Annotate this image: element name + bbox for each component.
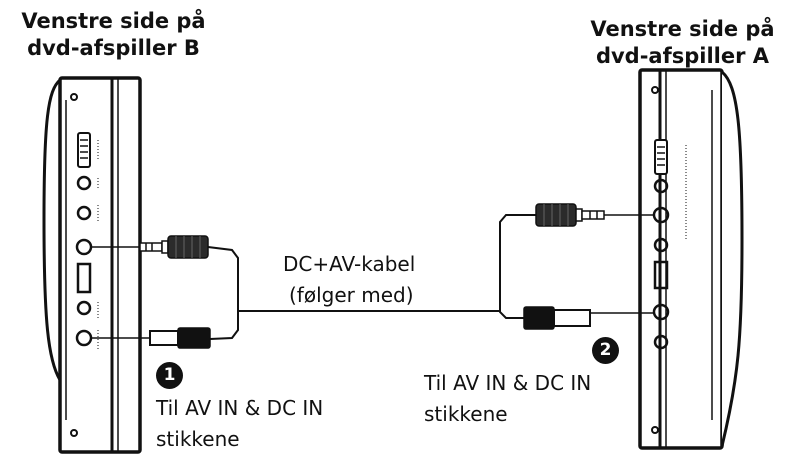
player-b-title-line1: Venstre side på — [21, 9, 206, 33]
jack-b-1 — [76, 175, 92, 191]
callout-1-text: Til AV IN & DC IN stikkene — [156, 393, 323, 455]
dvd-player-a — [638, 68, 744, 450]
dc-av-cable — [207, 214, 536, 340]
av-plug-b — [91, 235, 209, 259]
dc-in-jack-a — [652, 303, 670, 321]
slider-switch-a — [654, 139, 668, 175]
callout-2-line2: stikkene — [424, 402, 508, 426]
cable-label: DC+AV-kabel (følger med) — [283, 249, 415, 311]
callout-1-line2: stikkene — [156, 427, 240, 451]
jack-a-1 — [653, 178, 669, 194]
callout-1-badge: 1 — [156, 362, 183, 389]
jack-a-3 — [653, 334, 669, 350]
callout-1-line1: Til AV IN & DC IN — [156, 396, 324, 420]
cable-label-line1: DC+AV-kabel — [283, 252, 416, 276]
player-a-title-line1: Venstre side på — [590, 17, 775, 41]
dvd-player-b — [42, 76, 142, 454]
player-b-title-line2: dvd-afspiller B — [27, 36, 200, 60]
dc-plug-a — [523, 306, 654, 330]
usb-port-a — [653, 260, 669, 290]
callout-2-badge: 2 — [592, 337, 619, 364]
player-a-title-line2: dvd-afspiller A — [595, 44, 770, 68]
jack-a-2 — [653, 237, 669, 253]
usb-port-b — [76, 262, 92, 294]
callout-2-line1: Til AV IN & DC IN — [424, 371, 592, 395]
slider-switch-b — [77, 132, 91, 168]
dc-plug-b — [91, 327, 211, 349]
callout-2-text: Til AV IN & DC IN stikkene — [424, 368, 591, 430]
cable-label-line2: (følger med) — [289, 283, 414, 307]
player-a-title: Venstre side på dvd-afspiller A — [575, 16, 790, 70]
player-b-title: Venstre side på dvd-afspiller B — [6, 8, 221, 62]
av-plug-a — [535, 203, 654, 227]
jack-b-2 — [76, 205, 92, 221]
jack-b-3 — [76, 300, 92, 316]
